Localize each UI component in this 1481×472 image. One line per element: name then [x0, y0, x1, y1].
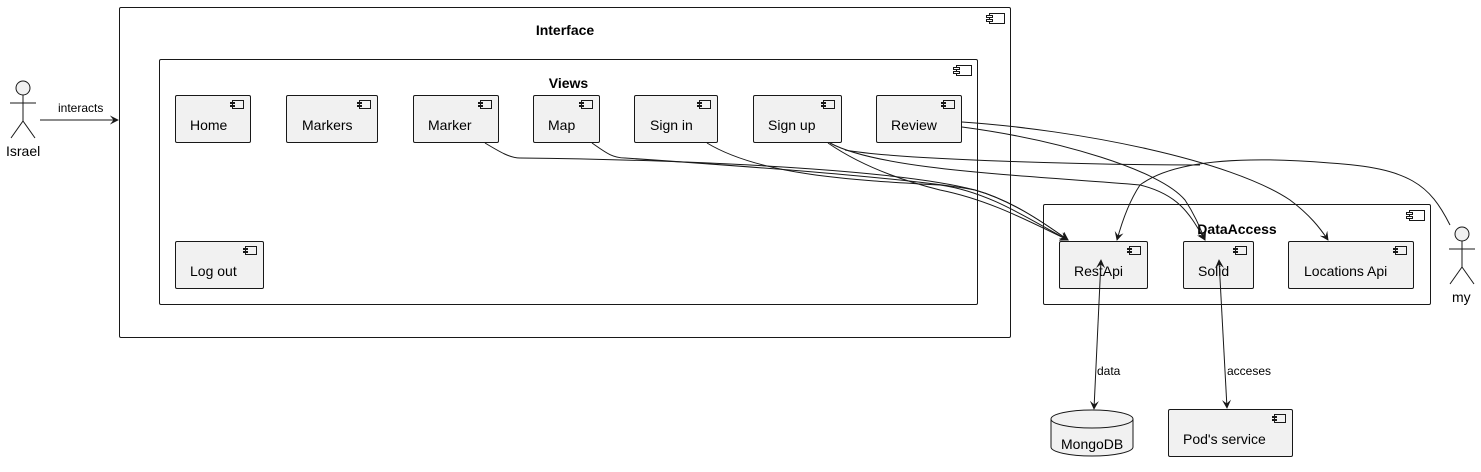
component-icon	[941, 100, 955, 109]
edge-signup-solid	[829, 142, 1206, 241]
dataaccess-title: DataAccess	[1197, 221, 1277, 237]
edge-signup-my	[844, 149, 1201, 166]
edge-signup-restapi	[827, 142, 1069, 241]
component-log-out: Log out	[175, 241, 264, 289]
component-icon	[821, 100, 835, 109]
component-icon	[953, 65, 972, 76]
actor-israel-label: Israel	[6, 143, 41, 159]
component-icon	[986, 13, 1005, 24]
component-icon	[1272, 414, 1286, 423]
component-icon	[697, 100, 711, 109]
component-map: Map	[533, 95, 600, 143]
component-icon	[478, 100, 492, 109]
edge-map-restapi	[591, 142, 1069, 241]
component-label: Sign up	[768, 117, 816, 133]
edge-label-data: data	[1097, 364, 1121, 378]
component-label: Locations Api	[1304, 263, 1388, 279]
component-icon	[579, 100, 593, 109]
component-icon	[1393, 246, 1407, 255]
actor-my-label: my	[1452, 289, 1471, 305]
component-icon	[1233, 246, 1247, 255]
component-label: Markers	[302, 117, 353, 133]
component-markers: Markers	[286, 95, 378, 143]
component-icon	[1406, 210, 1425, 221]
component-pod-service: Pod's service	[1168, 409, 1293, 457]
component-marker: Marker	[413, 95, 499, 143]
component-review: Review	[876, 95, 962, 143]
edge-label-acceses: acceses	[1227, 364, 1272, 378]
component-label: Map	[548, 117, 576, 133]
component-sign-up: Sign up	[753, 95, 842, 143]
component-label: Pod's service	[1183, 431, 1266, 447]
database-mongodb-label: MongoDB	[1061, 436, 1124, 452]
database-mongodb	[1050, 409, 1134, 457]
component-icon	[357, 100, 371, 109]
edge-label-interacts: interacts	[58, 101, 104, 115]
component-label: Home	[190, 117, 228, 133]
actor-my	[1449, 226, 1475, 285]
component-icon	[1127, 246, 1141, 255]
component-label: Marker	[428, 117, 472, 133]
component-label: Sign in	[650, 117, 693, 133]
interface-title: Interface	[535, 22, 595, 38]
component-label: Review	[891, 117, 937, 133]
component-icon	[243, 246, 257, 255]
edge-my-restapi	[1114, 159, 1451, 241]
component-sign-in: Sign in	[634, 95, 718, 143]
component-icon	[230, 100, 244, 109]
edge-review-locations	[961, 121, 1329, 241]
actor-israel	[10, 80, 36, 139]
component-label: Log out	[190, 263, 237, 279]
component-home: Home	[175, 95, 251, 143]
edge-review-solid	[961, 126, 1207, 241]
edge-data	[1089, 259, 1106, 410]
views-title: Views	[548, 75, 589, 91]
edge-signin-restapi	[706, 142, 1069, 241]
edge-acceses	[1214, 259, 1232, 409]
component-locations-api: Locations Api	[1288, 241, 1414, 289]
